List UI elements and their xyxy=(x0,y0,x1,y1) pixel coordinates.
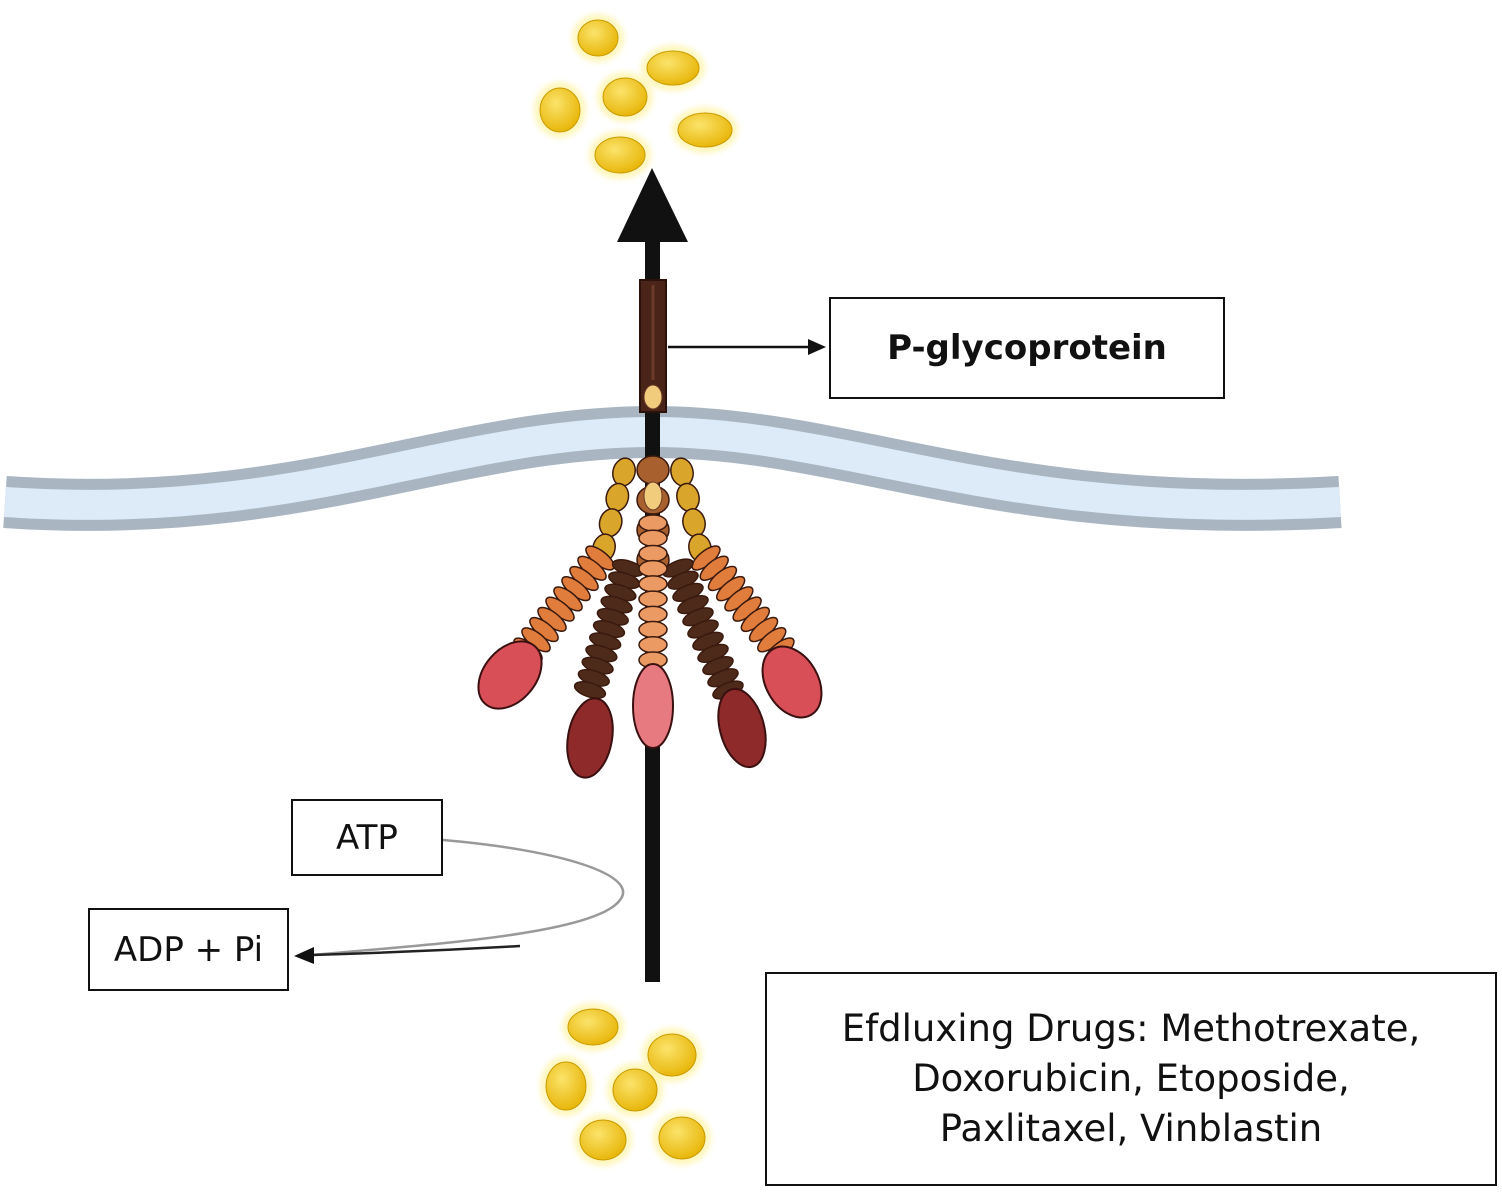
center-bead xyxy=(638,605,668,624)
adp-pi-text: ADP + Pi xyxy=(113,929,264,970)
center-bead xyxy=(638,636,668,654)
center-bead xyxy=(638,559,668,578)
drugs-line-2: Doxorubicin, Etoposide, xyxy=(912,1057,1350,1100)
brown-core-bead xyxy=(636,455,670,485)
head-pink-center xyxy=(632,663,674,749)
drug-molecule xyxy=(677,112,733,148)
drug-molecule xyxy=(647,1033,697,1077)
drug-molecule xyxy=(658,1116,706,1160)
drug-molecule xyxy=(539,87,581,133)
head-darkred-left xyxy=(566,697,614,779)
drug-molecule xyxy=(567,1008,619,1046)
atp-hydrolysis-arrow xyxy=(294,838,625,964)
protein-stalk xyxy=(639,279,667,413)
drugs-line-3: Paxlitaxel, Vinblastin xyxy=(939,1107,1323,1150)
drug-molecule xyxy=(646,50,700,86)
center-bead xyxy=(638,544,668,563)
drug-molecule xyxy=(602,77,648,117)
yellow-bead xyxy=(612,457,636,487)
p-glycoprotein-domains xyxy=(477,455,823,779)
drug-molecule xyxy=(579,1119,627,1161)
center-bead xyxy=(638,575,668,593)
drugs-extracellular xyxy=(534,14,738,179)
yellow-bead xyxy=(670,457,694,487)
drugs-line-1: Efdluxing Drugs: Methotrexate, xyxy=(841,1007,1421,1050)
yellow-bead xyxy=(682,508,706,538)
atp-text: ATP xyxy=(336,817,398,858)
center-bead xyxy=(638,529,668,547)
pointer-arrow xyxy=(668,339,826,355)
atp-label: ATP xyxy=(291,799,443,876)
yellow-bead xyxy=(605,482,630,512)
drug-molecule xyxy=(594,136,646,174)
head-darkred-right xyxy=(717,687,767,769)
center-bead xyxy=(638,620,668,639)
drugs-intracellular xyxy=(540,1003,711,1166)
core-bead xyxy=(643,481,663,511)
drug-molecule xyxy=(577,19,619,57)
dark-brown-bead xyxy=(573,681,607,699)
yellow-bead xyxy=(598,508,623,538)
drug-molecule xyxy=(545,1061,587,1111)
efflux-drugs-box: Efdluxing Drugs: Methotrexate, Doxorubic… xyxy=(765,972,1497,1186)
drug-molecule xyxy=(612,1068,658,1112)
center-bead xyxy=(638,514,668,532)
head-red-right xyxy=(761,645,823,719)
p-glycoprotein-text: P-glycoprotein xyxy=(887,328,1167,368)
adp-pi-label: ADP + Pi xyxy=(88,908,289,991)
center-bead xyxy=(638,590,668,608)
p-glycoprotein-label: P-glycoprotein xyxy=(829,297,1225,399)
yellow-bead xyxy=(676,482,700,512)
head-red-left xyxy=(477,640,543,710)
